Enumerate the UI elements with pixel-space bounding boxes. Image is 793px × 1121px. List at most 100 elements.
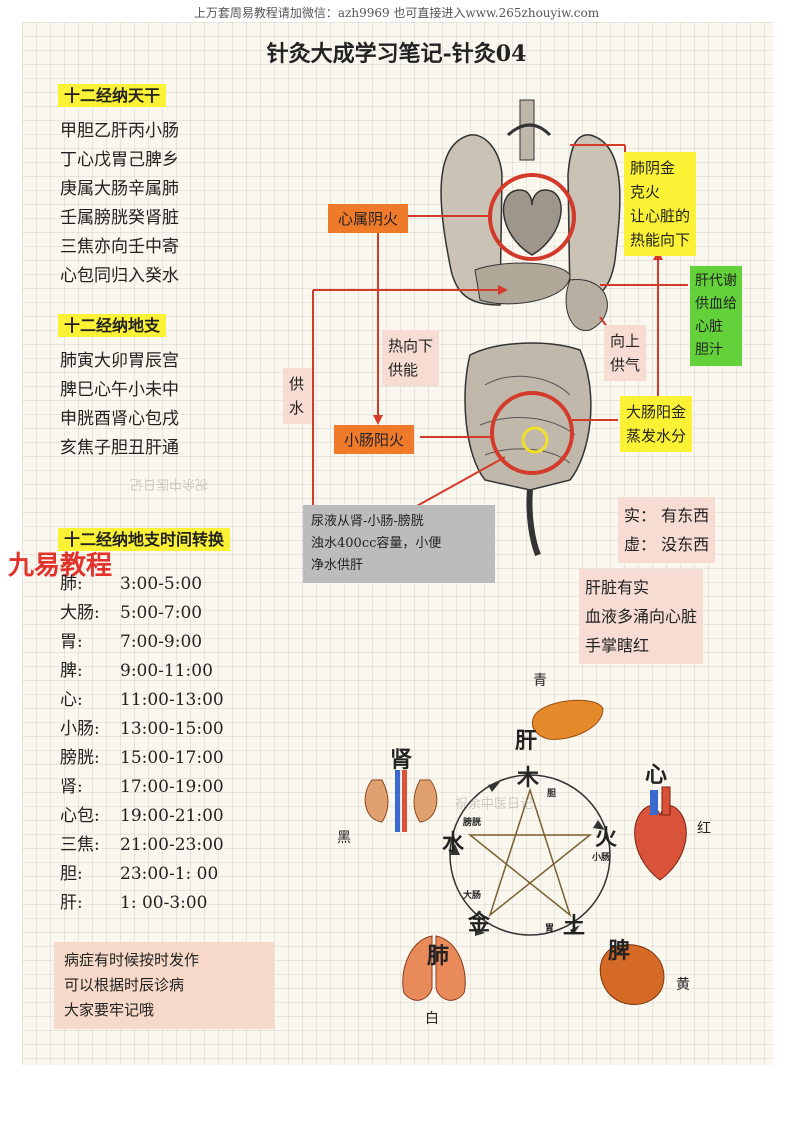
lung-yin-metal-note: 肺阴金 克火 让心脏的 热能向下 xyxy=(624,152,697,256)
liver-illustration xyxy=(474,262,571,305)
organ-label-fei: 肺 xyxy=(427,943,450,969)
fu-label-wei: 胃 xyxy=(545,924,555,934)
note-line: 供血给 xyxy=(695,296,737,312)
poem-line: 庚属大肠辛属肺 xyxy=(60,179,179,199)
note-line: 供 xyxy=(289,375,305,393)
time-row: 胆: 23:00-1: 00 xyxy=(60,860,224,889)
note-line: 尿液从肾-小肠-膀胱 xyxy=(311,514,424,529)
element-label-tu: 土 xyxy=(563,913,586,939)
element-label-shui: 水 xyxy=(442,830,465,856)
poem-line: 三焦亦向壬中寄 xyxy=(60,237,179,257)
note-line: 血液多涌向心脏 xyxy=(585,607,698,626)
note-line: 蒸发水分 xyxy=(626,427,687,445)
small-intestine-yang-fire-label: 小肠阳火 xyxy=(334,425,415,454)
poem-line: 申胱酉肾心包戌 xyxy=(60,409,179,429)
tiangan-heading-wrap: 十二经纳天干 xyxy=(58,82,167,107)
trachea-illustration xyxy=(519,99,535,161)
dizhi-heading: 十二经纳地支 xyxy=(58,314,167,337)
element-label-mu: 木 xyxy=(517,765,540,791)
brand-logo-text: 九易教程 xyxy=(8,551,113,581)
supply-water-note: 供 水 xyxy=(283,368,312,424)
color-label-bai: 白 xyxy=(425,1011,439,1027)
organ-name: 小肠: xyxy=(60,719,100,739)
time-range: 21:00-23:00 xyxy=(120,835,224,855)
time-row: 心包: 19:00-21:00 xyxy=(60,802,224,831)
time-row: 胃:7:00-9:00 xyxy=(60,628,224,657)
poem-line: 壬属膀胱癸肾脏 xyxy=(60,208,179,228)
organ-name: 肝: xyxy=(60,893,83,913)
time-table: 肺: 3:00-5:00 大肠: 5:00-7:00 胃:7:00-9:00 脾:9… xyxy=(60,570,224,918)
liver-organ-icon xyxy=(531,699,604,740)
note-line: 胆汁 xyxy=(695,342,723,358)
organ-label-shen: 肾 xyxy=(390,747,413,773)
organ-label-gan: 肝 xyxy=(515,728,538,754)
time-row: 小肠:13:00-15:00 xyxy=(60,715,224,744)
note-line: 供气 xyxy=(610,356,641,374)
poem-line: 亥焦子胆丑肝通 xyxy=(60,438,179,458)
fu-label-pangguang: 膀胱 xyxy=(463,818,482,828)
note-line: 克火 xyxy=(630,183,661,201)
poem-line: 丁心戊胃己脾乡 xyxy=(60,150,179,170)
note-line: 实： 有东西 xyxy=(624,506,710,525)
time-row: 膀胱: 15:00-17:00 xyxy=(60,744,224,773)
time-row: 脾:9:00-11:00 xyxy=(60,657,224,686)
watermark: 祝余中医日记 xyxy=(455,797,534,812)
stomach-illustration xyxy=(565,279,608,331)
organ-name: 肺: xyxy=(60,574,83,594)
page-title: 针灸大成学习笔记-针灸04 xyxy=(266,41,527,67)
note-line: 心脏 xyxy=(695,319,723,335)
time-range: 3:00-5:00 xyxy=(120,574,203,594)
watermark: 祝余中医日记 xyxy=(130,476,209,491)
time-range: 23:00-1: 00 xyxy=(120,864,219,884)
note-line: 供能 xyxy=(388,361,419,379)
note-line: 病症有时候按时发作 xyxy=(64,951,200,969)
organ-name: 胆: xyxy=(60,864,83,884)
time-heading-wrap: 十二经纳地支时间转换 xyxy=(58,526,231,551)
note-line: 水 xyxy=(289,399,305,417)
organ-label-xin: 心 xyxy=(645,762,668,788)
time-range: 11:00-13:00 xyxy=(120,690,224,710)
note-line: 肝代谢 xyxy=(695,273,737,289)
time-row: 肺: 3:00-5:00 xyxy=(60,570,224,599)
time-range: 19:00-21:00 xyxy=(120,806,224,826)
element-label-huo: 火 xyxy=(595,825,618,851)
organ-name: 胃: xyxy=(60,632,83,652)
top-banner: 上万套周易教程请加微信：azh9969 也可直接进入www.265zhouyiw… xyxy=(193,6,600,20)
liver-excess-note: 肝脏有实 血液多涌向心脏 手掌瞎红 xyxy=(579,569,704,664)
color-label-hong: 红 xyxy=(697,821,711,837)
poem-line: 肺寅大卯胃辰宫 xyxy=(60,351,179,371)
organ-name: 膀胱: xyxy=(60,748,100,768)
heat-down-note: 热向下 供能 xyxy=(382,330,440,386)
fu-label-dachang: 大肠 xyxy=(463,891,482,901)
color-label-huang: 黄 xyxy=(676,977,690,993)
time-range: 17:00-19:00 xyxy=(120,777,224,797)
right-lung-illustration xyxy=(567,134,621,302)
organ-label-pi: 脾 xyxy=(608,938,631,964)
poem-line: 甲胆乙肝丙小肠 xyxy=(60,121,179,141)
note-line: 大肠阳金 xyxy=(626,403,687,421)
poem-line: 脾巳心午小未中 xyxy=(60,380,179,400)
time-row: 大肠: 5:00-7:00 xyxy=(60,599,224,628)
time-range: 1: 00-3:00 xyxy=(120,893,208,913)
organ-name: 脾: xyxy=(60,661,83,681)
shi-xu-note: 实： 有东西 虚： 没东西 xyxy=(618,497,716,563)
tiangan-poem: 甲胆乙肝丙小肠 丁心戊胃己脾乡 庚属大肠辛属肺 壬属膀胱癸肾脏 三焦亦向壬中寄 … xyxy=(60,117,179,291)
time-row: 心: 11:00-13:00 xyxy=(60,686,224,715)
time-range: 15:00-17:00 xyxy=(120,748,224,768)
heart-organ-icon xyxy=(634,786,687,881)
organ-name: 心包: xyxy=(60,806,100,826)
element-label-jin: 金 xyxy=(468,910,491,936)
time-heading: 十二经纳地支时间转换 xyxy=(58,528,231,551)
anatomy-diagram xyxy=(312,99,688,557)
organ-name: 大肠: xyxy=(60,603,100,623)
note-line: 让心脏的 xyxy=(630,207,691,225)
organ-name: 三焦: xyxy=(60,835,100,855)
note-line: 大家要牢记哦 xyxy=(64,1001,155,1019)
note-line: 虚： 没东西 xyxy=(624,535,710,554)
reminder-note: 病症有时候按时发作 可以根据时辰诊病 大家要牢记哦 xyxy=(54,942,274,1029)
organ-name: 心: xyxy=(60,690,83,710)
wuxing-diagram xyxy=(449,774,611,936)
tiangan-heading: 十二经纳天干 xyxy=(58,84,167,107)
time-range: 5:00-7:00 xyxy=(120,603,203,623)
time-row: 肝: 1: 00-3:00 xyxy=(60,889,224,918)
